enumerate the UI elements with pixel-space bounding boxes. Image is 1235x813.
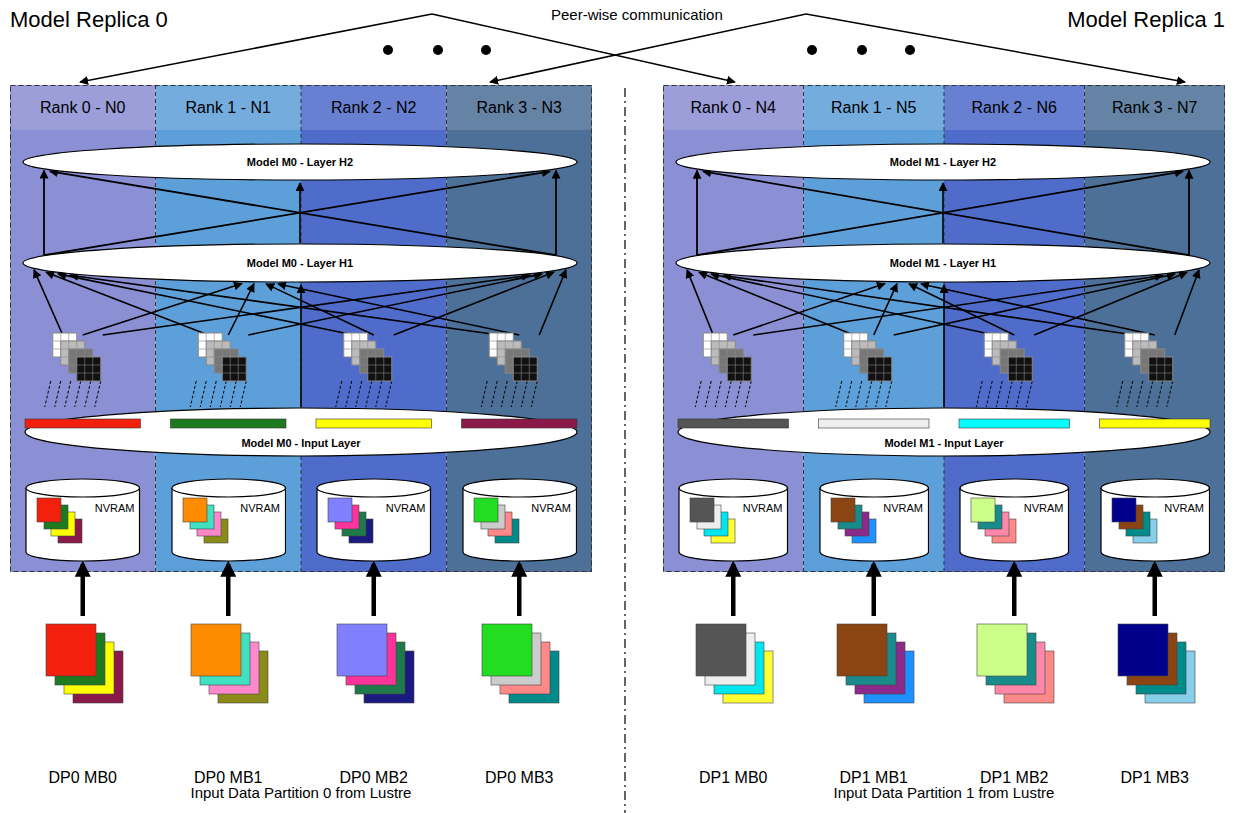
rank-label: Rank 2 - N2	[331, 99, 416, 117]
panel-illustration	[10, 85, 592, 572]
cylinder-outline	[462, 478, 578, 562]
cylinder-outline	[25, 478, 141, 562]
layer-label: Model M0 - Input Layer	[241, 437, 360, 449]
stack-illustration	[678, 620, 788, 712]
ellipse-outline	[24, 407, 578, 457]
divider-line	[624, 88, 625, 813]
panel-illustration	[663, 85, 1225, 572]
ellipse-outline	[677, 407, 1211, 457]
load-arrow	[81, 564, 86, 616]
nvram-cylinder: NVRAM	[25, 478, 141, 562]
minibatch-label: DP0 MB3	[485, 769, 553, 787]
cylinder-outline	[959, 478, 1070, 562]
rank-label: Rank 2 - N6	[972, 99, 1057, 117]
cylinder-outline	[171, 478, 287, 562]
nvram-label: NVRAM	[883, 502, 923, 514]
stack-illustration	[1100, 620, 1210, 712]
stack-illustration	[819, 620, 929, 712]
replica-panel: Model Replica 1Rank 0 - N4Rank 1 - N5Ran…	[663, 85, 1225, 572]
stack-illustration	[464, 620, 574, 712]
load-arrow	[226, 564, 231, 616]
panel-title: Model Replica 0	[10, 7, 168, 33]
layer-ellipse: Model M1 - Input Layer	[677, 407, 1211, 457]
layer-label: Model M1 - Layer H2	[890, 156, 996, 168]
minibatch-label: DP0 MB0	[49, 769, 117, 787]
nvram-cylinder: NVRAM	[959, 478, 1070, 562]
nvram-cylinder: NVRAM	[316, 478, 432, 562]
load-arrow	[1012, 564, 1017, 616]
cylinder-outline	[678, 478, 789, 562]
layer-ellipse: Model M0 - Layer H2	[22, 143, 578, 181]
nvram-label: NVRAM	[531, 502, 571, 514]
stack-illustration	[319, 620, 429, 712]
minibatch-stack: DP1 MB2	[959, 620, 1069, 787]
nvram-cylinder: NVRAM	[1100, 478, 1211, 562]
nvram-cylinder: NVRAM	[462, 478, 578, 562]
load-arrow	[731, 564, 736, 616]
minibatch-stack: DP0 MB0	[28, 620, 138, 787]
layer-ellipse: Model M0 - Input Layer	[24, 407, 578, 457]
nvram-label: NVRAM	[95, 502, 135, 514]
cylinder-outline	[1100, 478, 1211, 562]
rank-header: Rank 3 - N7	[1085, 85, 1226, 130]
layer-ellipse: Model M1 - Layer H2	[675, 143, 1211, 181]
minibatch-stack: DP0 MB3	[464, 620, 574, 787]
load-arrow	[872, 564, 877, 616]
cylinder-outline	[819, 478, 930, 562]
minibatch-stack: DP0 MB1	[173, 620, 283, 787]
panel-title: Model Replica 1	[1067, 7, 1225, 33]
layer-arrow	[942, 183, 944, 243]
replica-panel: Model Replica 0Rank 0 - N0Rank 1 - N1Ran…	[10, 85, 592, 572]
load-arrow	[517, 564, 522, 616]
ellipsis-dots	[383, 45, 915, 55]
load-arrow	[1153, 564, 1158, 616]
nvram-label: NVRAM	[1164, 502, 1204, 514]
nvram-label: NVRAM	[240, 502, 280, 514]
peer-lines	[80, 14, 1185, 82]
layer-label: Model M0 - Layer H2	[247, 156, 353, 168]
rank-header: Rank 1 - N5	[804, 85, 945, 130]
nvram-cylinder: NVRAM	[171, 478, 287, 562]
rank-header: Rank 1 - N1	[156, 85, 302, 130]
cylinder-outline	[316, 478, 432, 562]
layer-ellipse: Model M0 - Layer H1	[22, 243, 578, 283]
rank-label: Rank 3 - N7	[1112, 99, 1197, 117]
nvram-label: NVRAM	[1024, 502, 1064, 514]
layer-arrow	[943, 285, 945, 407]
minibatch-stack: DP0 MB2	[319, 620, 429, 787]
stack-illustration	[28, 620, 138, 712]
rank-label: Rank 3 - N3	[477, 99, 562, 117]
stack-illustration	[173, 620, 283, 712]
partition-label: Input Data Partition 1 from Lustre	[663, 784, 1225, 801]
communication-label: Peer-wise communication	[548, 6, 726, 23]
rank-label: Rank 1 - N5	[831, 99, 916, 117]
load-arrow	[372, 564, 377, 616]
rank-header: Rank 0 - N0	[10, 85, 156, 130]
partition-label: Input Data Partition 0 from Lustre	[10, 784, 592, 801]
minibatch-label: DP1 MB3	[1121, 769, 1189, 787]
rank-label: Rank 0 - N4	[691, 99, 776, 117]
rank-header: Rank 3 - N3	[447, 85, 593, 130]
stack-illustration	[959, 620, 1069, 712]
rank-header: Rank 0 - N4	[663, 85, 804, 130]
minibatch-label: DP1 MB0	[699, 769, 767, 787]
minibatch-stack: DP1 MB1	[819, 620, 929, 787]
rank-label: Rank 1 - N1	[186, 99, 271, 117]
minibatch-stack: DP1 MB3	[1100, 620, 1210, 787]
rank-header: Rank 2 - N2	[301, 85, 447, 130]
rank-header: Rank 2 - N6	[944, 85, 1085, 130]
layer-arrow	[299, 183, 301, 243]
rank-label: Rank 0 - N0	[40, 99, 125, 117]
minibatch-stack: DP1 MB0	[678, 620, 788, 787]
layer-label: Model M0 - Layer H1	[247, 257, 353, 269]
nvram-label: NVRAM	[743, 502, 783, 514]
layer-arrow	[300, 285, 302, 407]
layer-label: Model M1 - Layer H1	[890, 257, 996, 269]
nvram-label: NVRAM	[386, 502, 426, 514]
layer-ellipse: Model M1 - Layer H1	[675, 243, 1211, 283]
nvram-cylinder: NVRAM	[819, 478, 930, 562]
layer-label: Model M1 - Input Layer	[884, 437, 1003, 449]
nvram-cylinder: NVRAM	[678, 478, 789, 562]
